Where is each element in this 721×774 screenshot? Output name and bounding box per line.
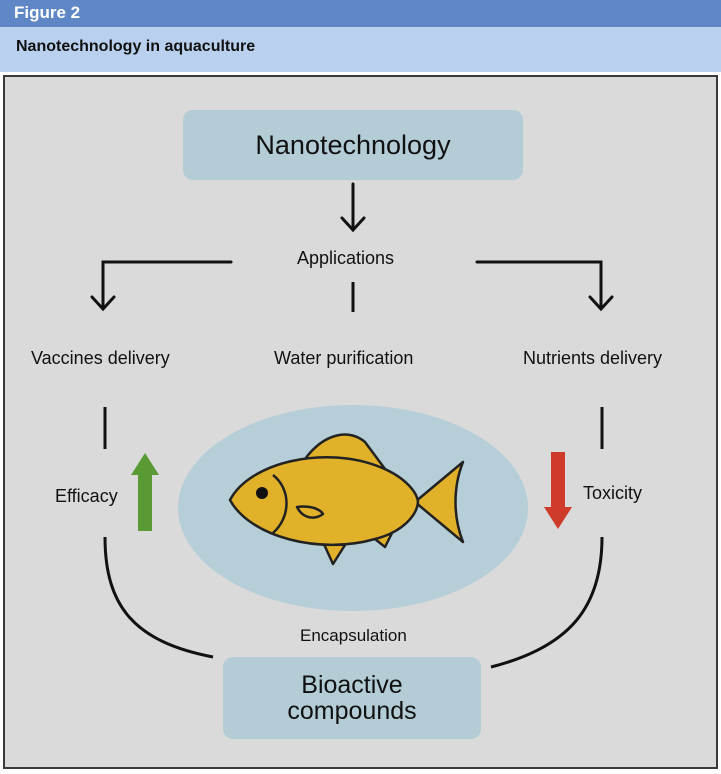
applications-label: Applications [297,248,395,268]
efficacy-label: Efficacy [55,486,118,506]
figure-caption: Nanotechnology in aquaculture [16,38,256,55]
arrow-to-applications [340,182,366,233]
bioactive-line-1: Bioactive [301,670,403,699]
fish-icon [228,433,465,566]
toxicity-label: Toxicity [583,483,643,503]
bioactive-compounds-node: Bioactive compounds [223,657,481,739]
bioactive-line-2: compounds [287,697,417,725]
curve-right [490,536,604,669]
up-arrow-icon [131,453,159,531]
curve-left [103,536,214,659]
encapsulation-label: Encapsulation [300,626,407,645]
vaccines-delivery-label: Vaccines delivery [31,348,170,368]
nanotechnology-node: Nanotechnology [183,110,523,180]
down-arrow-icon [544,452,572,529]
diagram-panel: Nanotechnology Applications Vaccines del… [3,75,718,769]
figure-header: Figure 2 [0,0,721,27]
figure-label: Figure 2 [14,3,81,22]
nutrients-delivery-label: Nutrients delivery [523,348,663,368]
arrow-to-vaccines [90,260,233,312]
diagram-connectors [90,182,614,669]
water-purification-label: Water purification [274,348,414,368]
caption-bar: Nanotechnology in aquaculture [0,27,721,72]
arrow-to-nutrients [475,260,614,312]
